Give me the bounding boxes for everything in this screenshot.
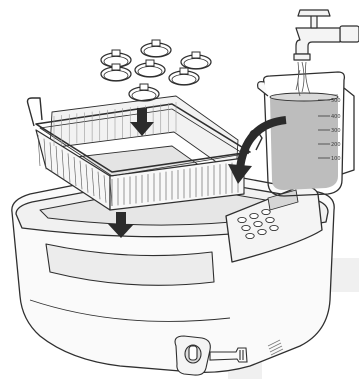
basket-bar xyxy=(97,171,101,200)
basket-bar xyxy=(85,164,89,193)
hose-clamp-ring xyxy=(168,67,200,86)
hose-clamp-ring xyxy=(128,83,160,102)
basket-bar xyxy=(67,153,71,183)
down-arrow-icon xyxy=(108,212,134,238)
control-buttons xyxy=(237,208,279,240)
beaker-tick-label: 300 xyxy=(331,128,341,134)
basket-bar xyxy=(61,149,65,180)
parts-rings xyxy=(100,39,212,102)
basket-bar xyxy=(91,167,95,197)
down-arrow-icon xyxy=(130,108,154,136)
basket-bar xyxy=(49,142,53,173)
beaker-tick-label: 400 xyxy=(331,114,341,120)
basket-bar xyxy=(43,138,47,170)
faucet-icon xyxy=(293,9,359,61)
hose-clamp-ring xyxy=(100,63,132,82)
basket-bar xyxy=(79,160,83,190)
vent-grille xyxy=(267,339,284,356)
basket-bar xyxy=(73,156,77,187)
hose-clamp-ring xyxy=(134,59,166,78)
basket-bar xyxy=(37,134,41,167)
basket-bar xyxy=(109,178,113,207)
basket-bar xyxy=(103,175,107,203)
beaker-tick-label: 200 xyxy=(331,142,341,148)
drain-valve xyxy=(174,335,248,376)
hose-clamp-ring xyxy=(180,51,212,70)
curved-arrow-icon xyxy=(228,116,287,184)
basket-bar xyxy=(55,145,59,177)
beaker-tick-label: 100 xyxy=(331,156,341,162)
beaker-scale xyxy=(318,99,330,159)
measuring-beaker xyxy=(257,71,355,197)
water-stream xyxy=(295,61,311,97)
beaker-tick-label: 500 xyxy=(331,98,341,104)
hose-clamp-ring xyxy=(140,39,172,58)
